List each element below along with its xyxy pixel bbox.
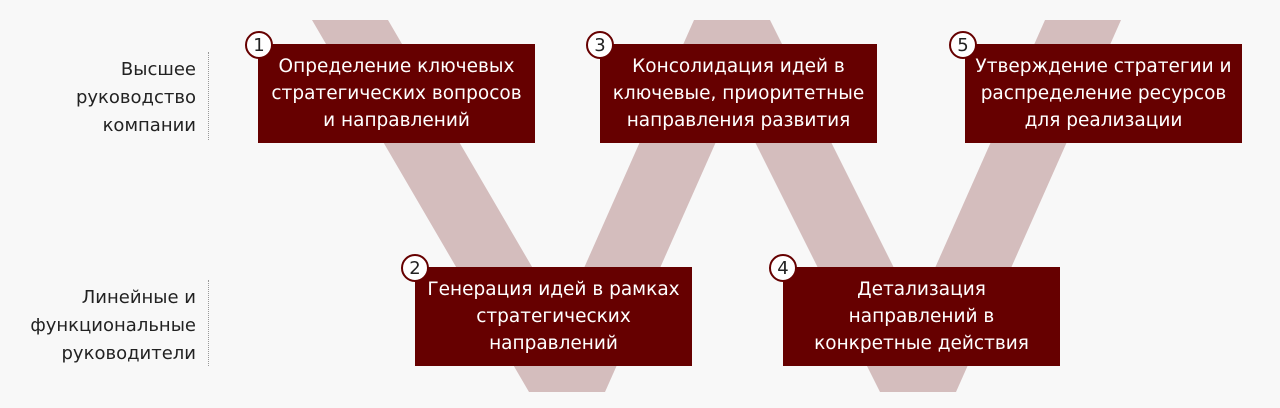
step-box-2: Генерация идей в рамках стратегических н… — [415, 267, 692, 366]
step-box-3: Консолидация идей в ключевые, приоритетн… — [600, 44, 877, 143]
step-number-3: 3 — [586, 31, 614, 59]
step-number-5: 5 — [949, 31, 977, 59]
level-divider — [208, 52, 209, 140]
step-number-4: 4 — [769, 254, 797, 282]
step-box-1: Определение ключевых стратегических вопр… — [258, 44, 535, 143]
step-number-2: 2 — [401, 254, 429, 282]
level-label-top-management: Высшее руководство компании — [75, 59, 196, 136]
level-divider — [208, 280, 209, 366]
level-label-line-managers: Линейные и функциональные руководители — [30, 287, 196, 364]
step-number-1: 1 — [245, 31, 273, 59]
step-box-5: Утверждение стратегии и распределение ре… — [965, 44, 1242, 143]
step-box-4: Детализация направлений в конкретные дей… — [783, 267, 1060, 366]
